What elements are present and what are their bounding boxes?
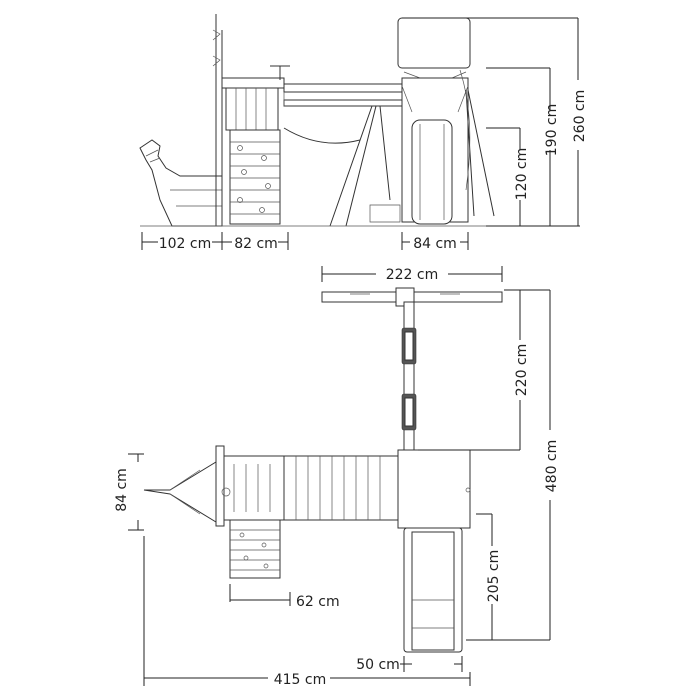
dim-label-62: 62 cm [296,594,340,610]
top-climbing-wall [229,519,281,579]
dim-label-120: 120 cm [514,148,530,201]
dim-label-260: 260 cm [572,90,588,143]
dim-label-415: 415 cm [274,672,327,688]
swing-beam [283,83,415,227]
dim-label-84-top: 84 cm [114,468,130,512]
dim-label-222: 222 cm [386,267,439,283]
dim-label-50: 50 cm [356,657,400,673]
top-platform [397,449,471,529]
dim-label-84-front: 84 cm [413,236,457,252]
tower [212,14,290,226]
top-tower-deck [215,445,285,527]
slide-tower [397,17,495,225]
top-view [143,287,503,653]
dim-label-220: 220 cm [514,344,530,397]
dim-label-205: 205 cm [486,550,502,603]
climbing-wall [229,129,281,225]
dim-label-480: 480 cm [544,440,560,493]
dim-label-82: 82 cm [234,236,278,252]
top-bridge [283,455,399,521]
top-swing-beam [401,301,417,451]
dim-label-190: 190 cm [544,104,560,157]
front-dimensions: 102 cm 82 cm 84 cm 120 cm 190 cm 260 cm [141,17,588,252]
top-ship-bow [143,461,231,523]
top-slide [403,527,463,653]
dim-label-102: 102 cm [159,236,212,252]
top-dimensions: 222 cm 220 cm 480 cm 205 cm 84 cm 62 cm … [114,266,560,688]
steering-wheel [270,65,290,80]
ship-bow [139,139,223,227]
front-view [139,14,500,227]
